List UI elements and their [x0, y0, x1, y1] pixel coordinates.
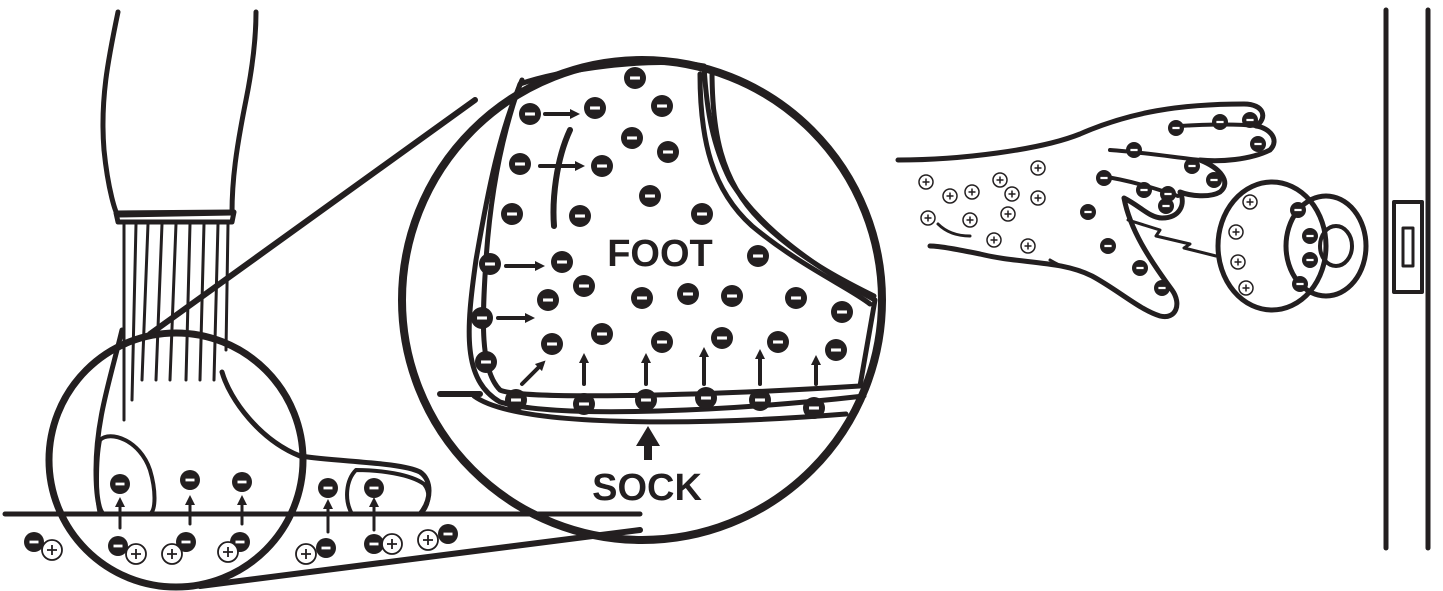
door [1386, 10, 1428, 548]
door-latch [1394, 202, 1422, 292]
foot-label: FOOT [607, 233, 713, 275]
toe-skin [347, 470, 428, 514]
sock-label: SOCK [592, 467, 702, 509]
zoom-line-top [150, 100, 475, 334]
arrow-diag [522, 364, 542, 384]
leg-with-sock [96, 12, 429, 514]
sock-arrow [636, 426, 660, 460]
heel-skin [97, 436, 155, 514]
